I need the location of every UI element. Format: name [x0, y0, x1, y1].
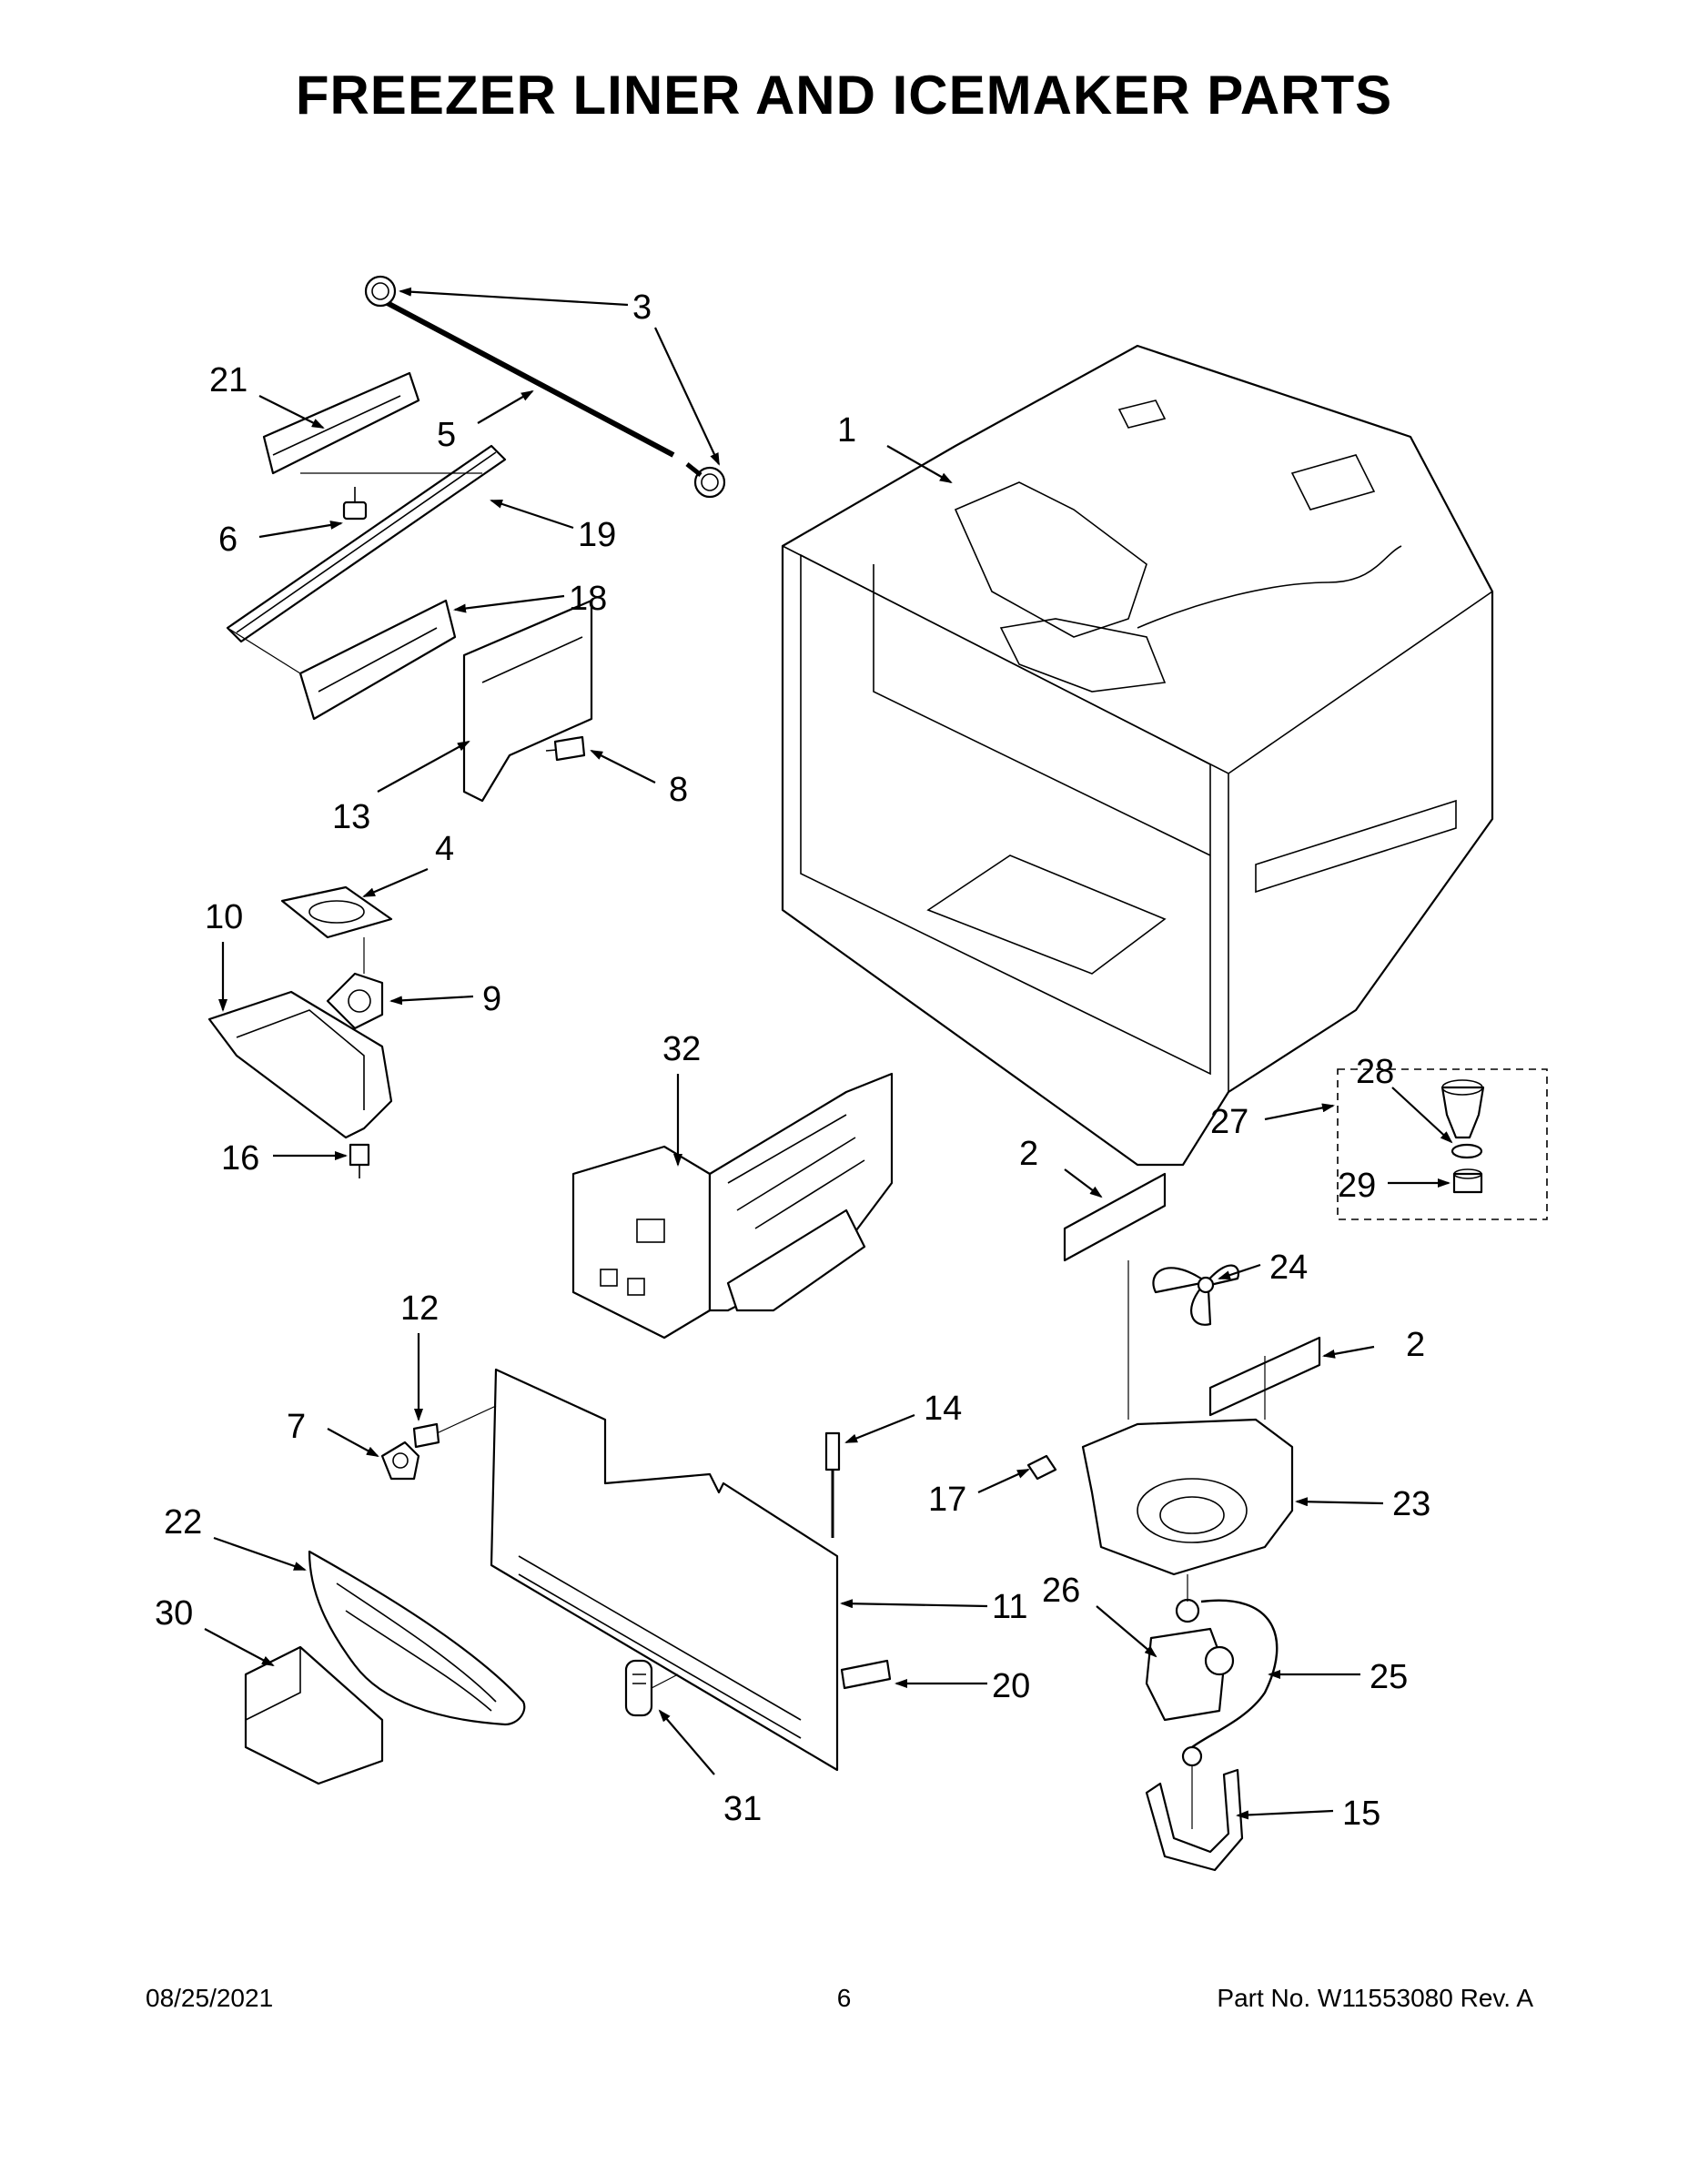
callout-2-upper: 2	[1019, 1135, 1038, 1173]
motor-bracket-15[interactable]	[1145, 1768, 1244, 1872]
callout-20: 20	[992, 1667, 1030, 1705]
gear-shaft-assembly[interactable]	[364, 275, 726, 499]
freezer-liner[interactable]	[781, 344, 1494, 1167]
switch-16[interactable]	[349, 1143, 370, 1178]
callout-16: 16	[221, 1139, 259, 1178]
callout-7: 7	[287, 1408, 306, 1446]
callout-31: 31	[723, 1790, 762, 1828]
callout-29: 29	[1338, 1167, 1376, 1205]
callout-27: 27	[1210, 1103, 1248, 1141]
fan-shroud-23[interactable]	[1081, 1418, 1294, 1576]
auger-housing-10[interactable]	[207, 990, 393, 1139]
callout-4: 4	[435, 830, 454, 868]
sensor-31[interactable]	[624, 1659, 653, 1717]
footer-date: 08/25/2021	[146, 1984, 274, 2012]
screw-17[interactable]	[1026, 1454, 1057, 1481]
screw-8[interactable]	[545, 735, 586, 762]
callout-10: 10	[205, 898, 243, 936]
cover-panel-11[interactable]	[490, 1368, 839, 1772]
clip-7[interactable]	[380, 1441, 420, 1481]
callout-6: 6	[218, 521, 238, 559]
callout-11: 11	[992, 1588, 1027, 1626]
foam-block-2-upper[interactable]	[1063, 1172, 1167, 1262]
callout-1: 1	[837, 411, 856, 450]
callout-12: 12	[400, 1289, 439, 1328]
foam-strip-20[interactable]	[840, 1659, 892, 1690]
callout-30: 30	[155, 1594, 193, 1633]
page-title: FREEZER LINER AND ICEMAKER PARTS	[295, 65, 1393, 126]
callout-25: 25	[1370, 1658, 1408, 1696]
wire-harness-25[interactable]	[1181, 1599, 1279, 1767]
callout-17: 17	[928, 1481, 966, 1519]
callout-19: 19	[578, 516, 616, 554]
callout-21: 21	[209, 361, 248, 399]
callout-15: 15	[1342, 1795, 1380, 1833]
duct-30[interactable]	[244, 1645, 384, 1785]
callout-3: 3	[632, 288, 652, 327]
callout-32: 32	[662, 1030, 701, 1068]
leader-lines	[204, 287, 1453, 1820]
motor-9[interactable]	[326, 972, 384, 1030]
fan-motor-26[interactable]	[1145, 1598, 1235, 1722]
grille-22[interactable]	[308, 1550, 526, 1726]
callout-2-lower: 2	[1406, 1326, 1425, 1364]
cap-29[interactable]	[1452, 1168, 1483, 1194]
housing-cover-4[interactable]	[280, 885, 393, 939]
callout-5: 5	[437, 416, 456, 454]
callout-14: 14	[924, 1390, 962, 1428]
icemaker-32[interactable]	[571, 1072, 894, 1340]
ghost-lines	[227, 472, 1266, 1829]
footer-part-number: Part No. W11553080 Rev. A	[1217, 1984, 1533, 2012]
callout-22: 22	[164, 1503, 202, 1542]
kit-27-box	[1337, 1068, 1548, 1220]
callout-8: 8	[669, 771, 688, 809]
callout-28: 28	[1356, 1053, 1394, 1091]
callout-labels: 3 21 5 1 19 6 18 8 13 4 10 9 32 28 27 16…	[155, 288, 1430, 1833]
footer-page-number: 6	[836, 1984, 852, 2012]
callout-18: 18	[569, 580, 607, 618]
callout-23: 23	[1392, 1485, 1430, 1523]
fan-blade-24[interactable]	[1152, 1264, 1240, 1326]
callout-9: 9	[482, 980, 501, 1018]
screw-12[interactable]	[412, 1422, 440, 1449]
mount-bracket-13[interactable]	[462, 599, 593, 803]
screw-6[interactable]	[342, 487, 368, 521]
callout-26: 26	[1042, 1572, 1080, 1610]
callout-13: 13	[332, 798, 370, 836]
bracket-18[interactable]	[298, 599, 457, 721]
valve-28[interactable]	[1440, 1079, 1485, 1159]
callout-24: 24	[1269, 1249, 1308, 1287]
thermistor-14[interactable]	[824, 1431, 841, 1538]
bracket-21[interactable]	[262, 371, 420, 475]
slide-rail[interactable]	[226, 444, 507, 643]
